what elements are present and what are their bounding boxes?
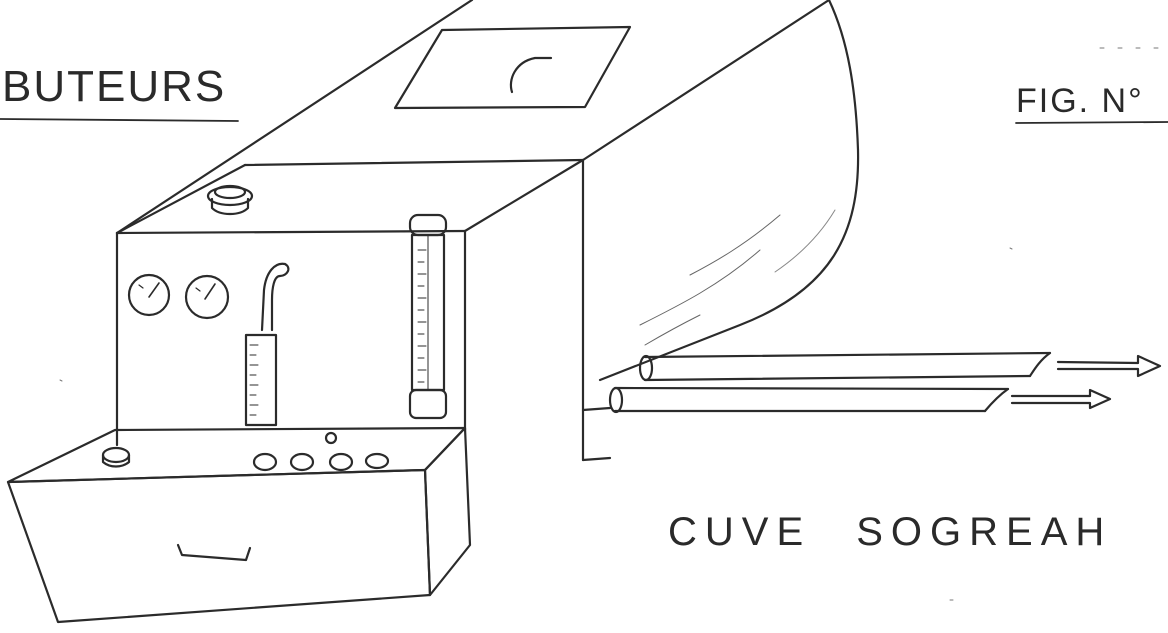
control-box — [115, 158, 585, 447]
outlet-pipe-upper — [638, 351, 1052, 382]
flowmeter-tube — [408, 213, 448, 420]
valve-row — [252, 431, 390, 472]
lower-drawer-box — [6, 426, 472, 624]
paper-specks — [59, 47, 1159, 601]
top-filler-cap — [206, 184, 254, 216]
top-window — [393, 25, 632, 110]
title-left-underline — [0, 118, 239, 122]
tank-caption: CUVE SOGREAH — [668, 510, 1112, 554]
flow-arrow-lower — [1010, 388, 1112, 410]
title-left-label: BUTEURS — [2, 62, 226, 111]
drawer-knob — [101, 446, 131, 468]
title-right-underline — [1015, 121, 1168, 124]
channel-body — [115, 0, 860, 462]
title-right-label: FIG. N° — [1016, 82, 1144, 120]
small-manometer — [244, 262, 290, 427]
pressure-gauge-left — [127, 273, 171, 317]
pressure-gauge-right — [184, 274, 230, 320]
flow-arrow-upper — [1056, 354, 1162, 378]
outlet-pipe-lower — [608, 386, 1010, 414]
